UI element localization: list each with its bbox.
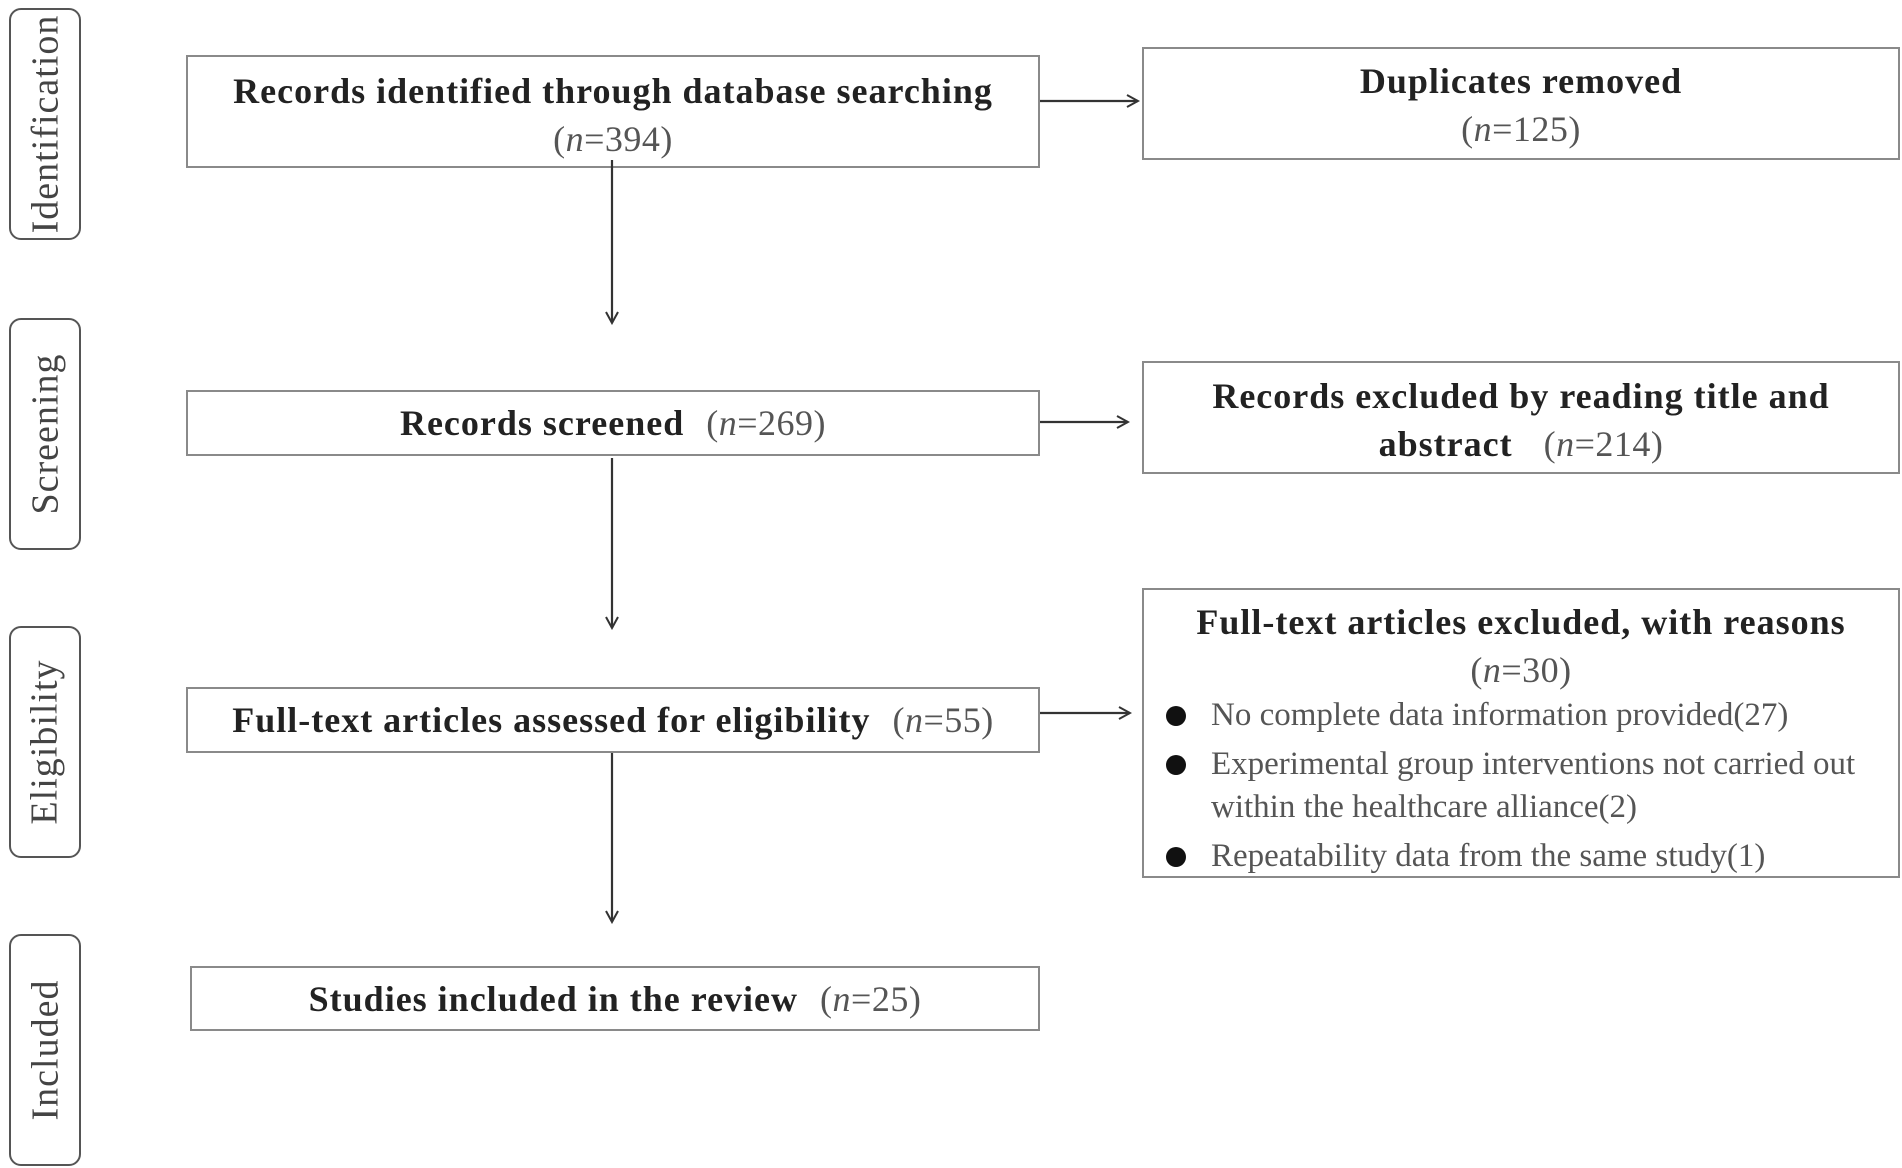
exclusion-reason-item: Experimental group interventions not car… [1166,743,1878,829]
full-text-assessed-label: Full-text articles assessed for eligibil… [232,700,871,740]
bullet-icon [1166,847,1186,867]
records-screened-count: (n=269) [706,403,827,443]
full-text-assessed-box: Full-text articles assessed for eligibil… [186,687,1040,753]
studies-included-label: Studies included in the review [308,978,799,1019]
records-excluded-title-box: Records excluded by reading title and ab… [1142,361,1900,474]
duplicates-removed-box: Duplicates removed (n=125) [1142,47,1900,160]
records-identified-count: (n=394) [553,119,673,159]
exclusion-reason-item: Repeatability data from the same study(1… [1166,835,1878,878]
studies-included-box: Studies included in the review (n=25) [190,966,1040,1031]
records-excluded-title-label-line1: Records excluded by reading title and [1212,376,1830,416]
exclusion-reasons-list: No complete data information provided(27… [1144,694,1898,878]
bullet-icon [1166,706,1186,726]
duplicates-removed-count: (n=125) [1461,109,1581,149]
full-text-excluded-label: Full-text articles excluded, with reason… [1196,602,1846,642]
records-excluded-title-label-line2: abstract [1378,424,1513,464]
full-text-excluded-box: Full-text articles excluded, with reason… [1142,588,1900,878]
stage-included: Included [9,934,81,1166]
studies-included-count: (n=25) [820,978,922,1019]
records-identified-label: Records identified through database sear… [233,71,993,111]
bullet-icon [1166,755,1186,775]
records-identified-box: Records identified through database sear… [186,55,1040,168]
records-excluded-title-count: (n=214) [1543,424,1664,464]
records-screened-label: Records screened [399,403,685,443]
stage-identification: Identification [9,8,81,240]
exclusion-reason-item: No complete data information provided(27… [1166,694,1878,737]
stage-screening: Screening [9,318,81,550]
full-text-excluded-count: (n=30) [1470,650,1572,690]
duplicates-removed-label: Duplicates removed [1359,61,1683,101]
records-screened-box: Records screened (n=269) [186,390,1040,456]
full-text-assessed-count: (n=55) [892,700,994,740]
stage-eligibility: Eligibility [9,626,81,858]
